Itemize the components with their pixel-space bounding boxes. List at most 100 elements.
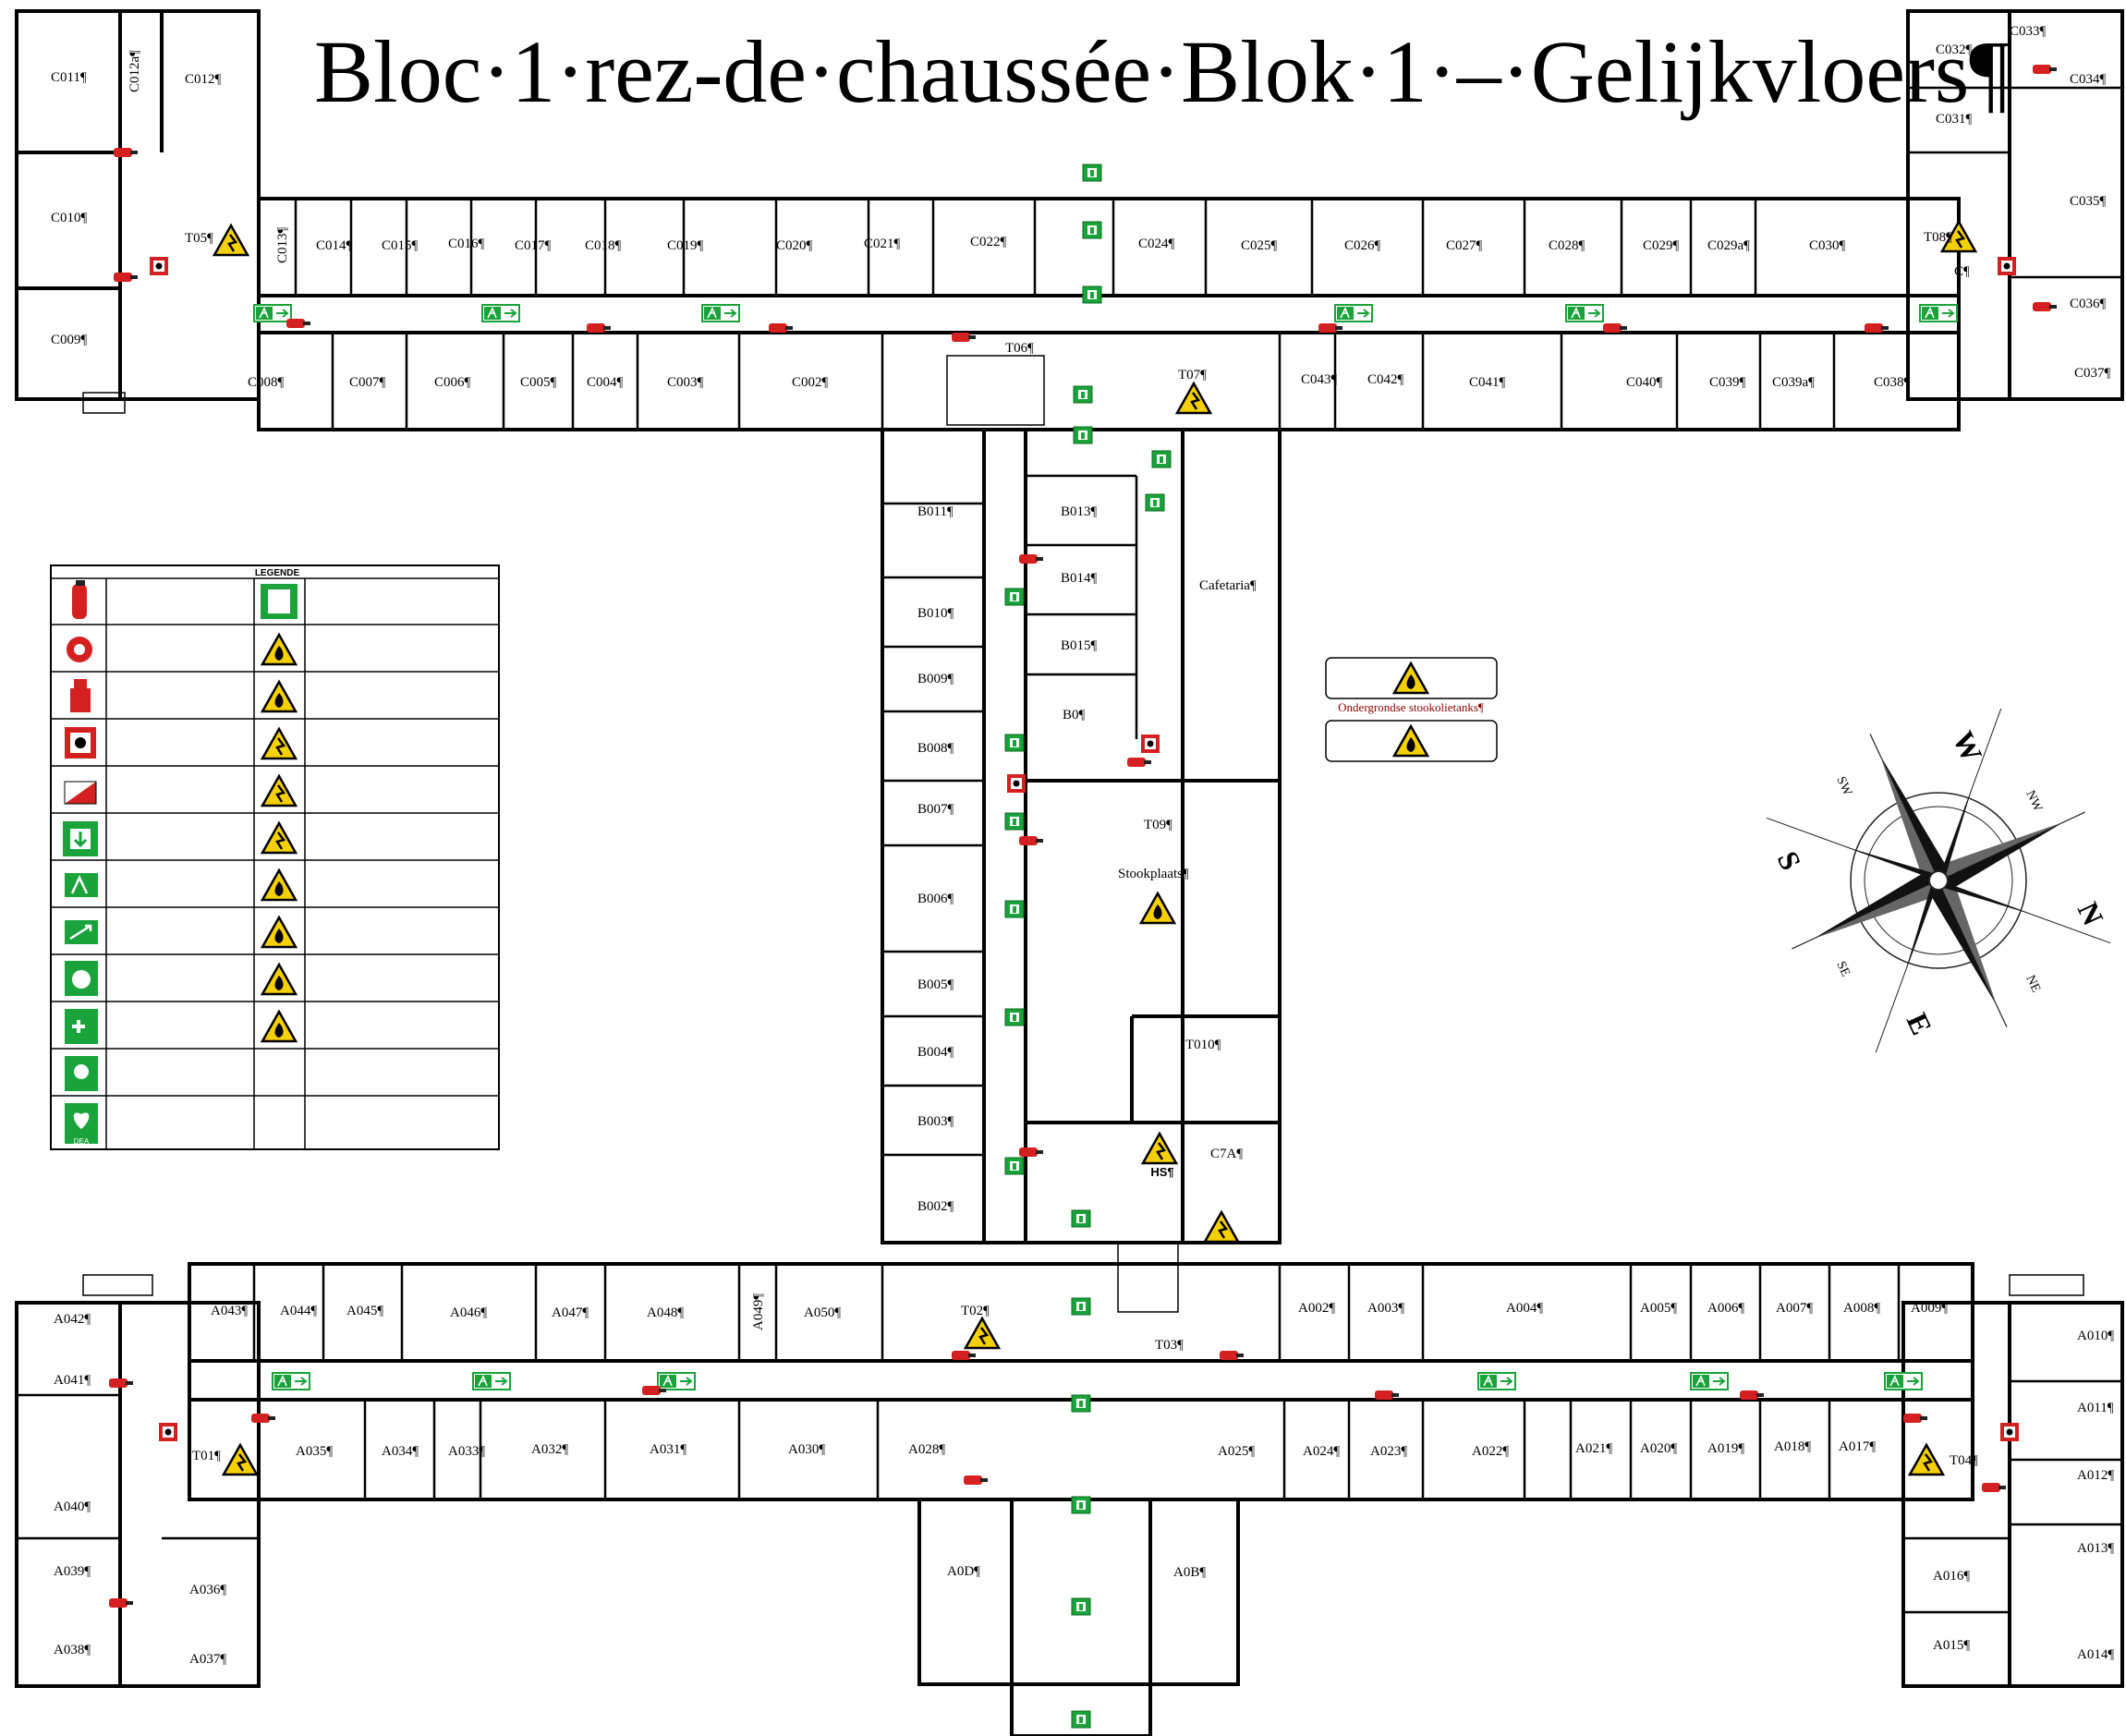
room-label: C024¶	[1138, 237, 1175, 251]
room-label: A046¶	[450, 1305, 487, 1320]
room-label: A005¶	[1640, 1301, 1677, 1316]
hs-label: HS¶	[1150, 1165, 1173, 1179]
exit-route-signs	[253, 304, 1958, 1390]
room-label: B003¶	[917, 1114, 954, 1129]
room-label: A034¶	[382, 1444, 419, 1459]
room-label: C7A¶	[1210, 1147, 1243, 1161]
room-label: C002¶	[792, 375, 829, 390]
room-label: C003¶	[667, 375, 704, 390]
room-label: A045¶	[346, 1304, 383, 1318]
room-label: C029a¶	[1707, 238, 1750, 253]
room-label: A012¶	[2077, 1468, 2114, 1483]
room-label: B014¶	[1061, 571, 1098, 586]
room-label: T03¶	[1155, 1338, 1184, 1353]
room-label: B002¶	[917, 1199, 954, 1214]
room-label: C025¶	[1241, 238, 1278, 253]
room-label: A0D¶	[947, 1564, 980, 1579]
fire-extinguisher-icon	[72, 580, 87, 619]
room-label: A023¶	[1370, 1444, 1407, 1459]
room-label: C019¶	[667, 238, 704, 253]
room-label: C029¶	[1643, 238, 1680, 253]
room-label: C020¶	[776, 238, 813, 253]
room-label: C007¶	[349, 375, 386, 390]
room-label: C006¶	[434, 375, 471, 390]
room-label: C042¶	[1367, 372, 1404, 387]
electric-hazard-icon	[1908, 1443, 1945, 1476]
room-label: A048¶	[647, 1305, 684, 1320]
fire-hazard-icon	[1139, 892, 1176, 925]
room-label: C009¶	[51, 333, 88, 347]
room-label: B013¶	[1061, 504, 1098, 519]
room-label: A024¶	[1303, 1444, 1340, 1459]
exit-route-icon	[65, 873, 98, 897]
room-label: C032¶	[1936, 42, 1973, 57]
room-label: A037¶	[189, 1652, 226, 1667]
room-label: A030¶	[788, 1442, 825, 1457]
rwa-icon	[64, 781, 97, 805]
room-label: A021¶	[1575, 1441, 1612, 1456]
electric-hazard-icon	[964, 1317, 1001, 1350]
compass-se: SE	[1833, 959, 1853, 978]
room-label: A013¶	[2077, 1541, 2114, 1556]
room-label: C027¶	[1446, 238, 1483, 253]
room-label: C012a¶	[128, 50, 142, 92]
compass-e: E	[1901, 1008, 1939, 1040]
compass-n: N	[2071, 897, 2110, 930]
room-label: C043¶	[1301, 372, 1338, 387]
room-label: A040¶	[54, 1499, 91, 1514]
room-label: B010¶	[917, 606, 954, 621]
room-label: A033¶	[448, 1444, 485, 1459]
room-label: A006¶	[1707, 1301, 1744, 1316]
electric-hazard-icon	[1203, 1210, 1240, 1244]
underground-tanks-label: Ondergrondse stookolietanks¶	[1338, 700, 1484, 714]
room-label: A002¶	[1298, 1301, 1335, 1316]
room-label: B009¶	[917, 672, 954, 686]
room-label: C026¶	[1344, 238, 1381, 253]
room-label: A038¶	[54, 1643, 91, 1657]
room-label: C031¶	[1936, 112, 1973, 127]
room-label: C039a¶	[1772, 375, 1815, 390]
room-label: C040¶	[1626, 375, 1663, 390]
room-label: B007¶	[917, 802, 954, 817]
room-label: B0¶	[1063, 708, 1086, 722]
room-label: C015¶	[382, 238, 419, 253]
room-label: A047¶	[552, 1305, 589, 1320]
room-label: A007¶	[1776, 1301, 1813, 1316]
room-label: A004¶	[1506, 1301, 1543, 1316]
room-label: C034¶	[2070, 72, 2107, 87]
electric-hazard-icon	[222, 1443, 259, 1476]
room-label: A050¶	[804, 1305, 841, 1320]
room-label: C018¶	[585, 238, 622, 253]
room-label: A017¶	[1839, 1439, 1876, 1454]
room-label: A042¶	[54, 1312, 91, 1327]
dea-label: DEA	[74, 1137, 90, 1146]
room-label: C037¶	[2074, 366, 2111, 381]
room-label: B008¶	[917, 741, 954, 756]
first-aid-icon	[65, 1056, 98, 1091]
room-label: C033¶	[2010, 24, 2047, 39]
room-label: B006¶	[917, 892, 954, 906]
room-label: C035¶	[2070, 194, 2107, 209]
first-aid-icon	[65, 1009, 98, 1044]
stairs	[82, 355, 2084, 1313]
room-label: C008¶	[248, 375, 285, 390]
room-label: C004¶	[587, 375, 624, 390]
room-label: C030¶	[1809, 238, 1846, 253]
room-label: Cafetaria¶	[1199, 578, 1257, 593]
room-dividers	[17, 86, 2122, 1614]
fire-hose-icon	[67, 637, 92, 662]
room-label: C022¶	[970, 235, 1007, 249]
room-label: A022¶	[1472, 1444, 1509, 1459]
electric-hazard-icon	[1175, 382, 1212, 415]
compass-s: S	[1771, 846, 1808, 875]
room-label: B005¶	[917, 977, 954, 992]
room-label: A028¶	[908, 1442, 945, 1457]
room-label: A035¶	[296, 1444, 333, 1459]
room-label: A0B¶	[1173, 1565, 1206, 1580]
room-label: B004¶	[917, 1045, 954, 1060]
room-label: A049¶	[751, 1293, 766, 1330]
room-label: A018¶	[1774, 1439, 1811, 1454]
room-label: A043¶	[211, 1304, 248, 1318]
room-label: T08¶	[1924, 230, 1952, 245]
